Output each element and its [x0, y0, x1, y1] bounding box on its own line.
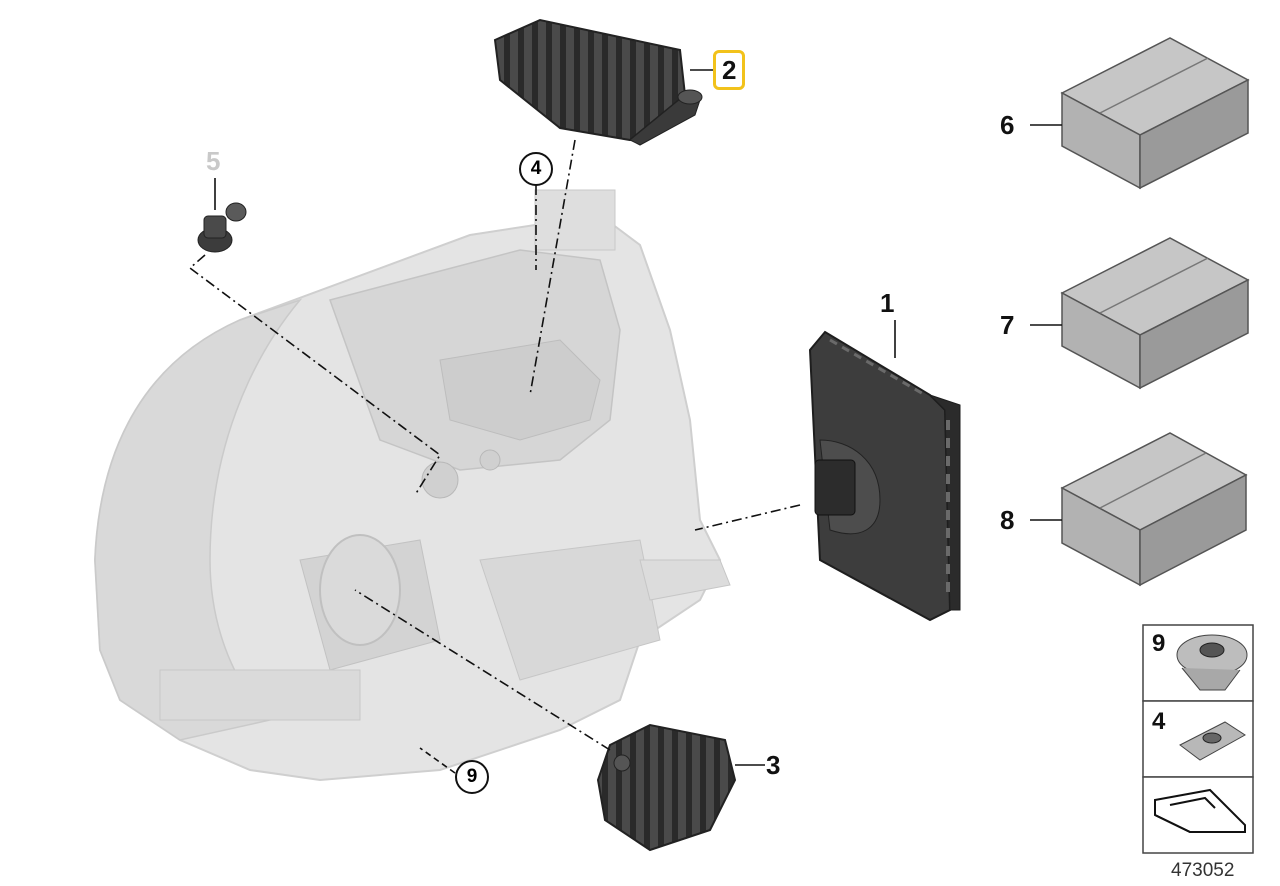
part-6-box[interactable] [1060, 37, 1250, 190]
part-8-box[interactable] [1060, 432, 1248, 587]
callout-9[interactable]: 9 [455, 760, 489, 794]
callout-1[interactable]: 1 [880, 288, 895, 318]
callout-4[interactable]: 4 [519, 152, 553, 186]
leader-1-to-housing [694, 504, 801, 531]
callout-8[interactable]: 8 [1000, 505, 1015, 535]
part-1-control-unit[interactable] [808, 330, 961, 622]
part-3-connector[interactable] [596, 723, 737, 852]
headlight-housing [93, 189, 731, 782]
callout-2[interactable]: 2 [713, 50, 746, 90]
diagram-reference-number: 473052 [1171, 860, 1235, 881]
part-5-grommet[interactable] [197, 202, 247, 253]
assembly-arrow-icon [1154, 788, 1246, 833]
callout-3[interactable]: 3 [766, 750, 781, 780]
legend-label-4: 4 [1152, 708, 1166, 735]
callout-7[interactable]: 7 [1000, 310, 1015, 340]
legend-clip-4-image [1179, 721, 1246, 761]
part-7-box[interactable] [1060, 237, 1250, 390]
leader-2-to-housing [529, 139, 576, 396]
part-2-led-module[interactable] [493, 18, 703, 146]
leader-5-to-housing [188, 254, 442, 496]
legend-panel [1142, 624, 1254, 854]
legend-nut-9-image [1176, 634, 1248, 691]
leader-9 [419, 747, 456, 774]
callout-5[interactable]: 5 [206, 146, 221, 176]
callout-6[interactable]: 6 [1000, 110, 1015, 140]
leader-lines [188, 69, 1062, 774]
legend-label-9: 9 [1152, 630, 1166, 657]
